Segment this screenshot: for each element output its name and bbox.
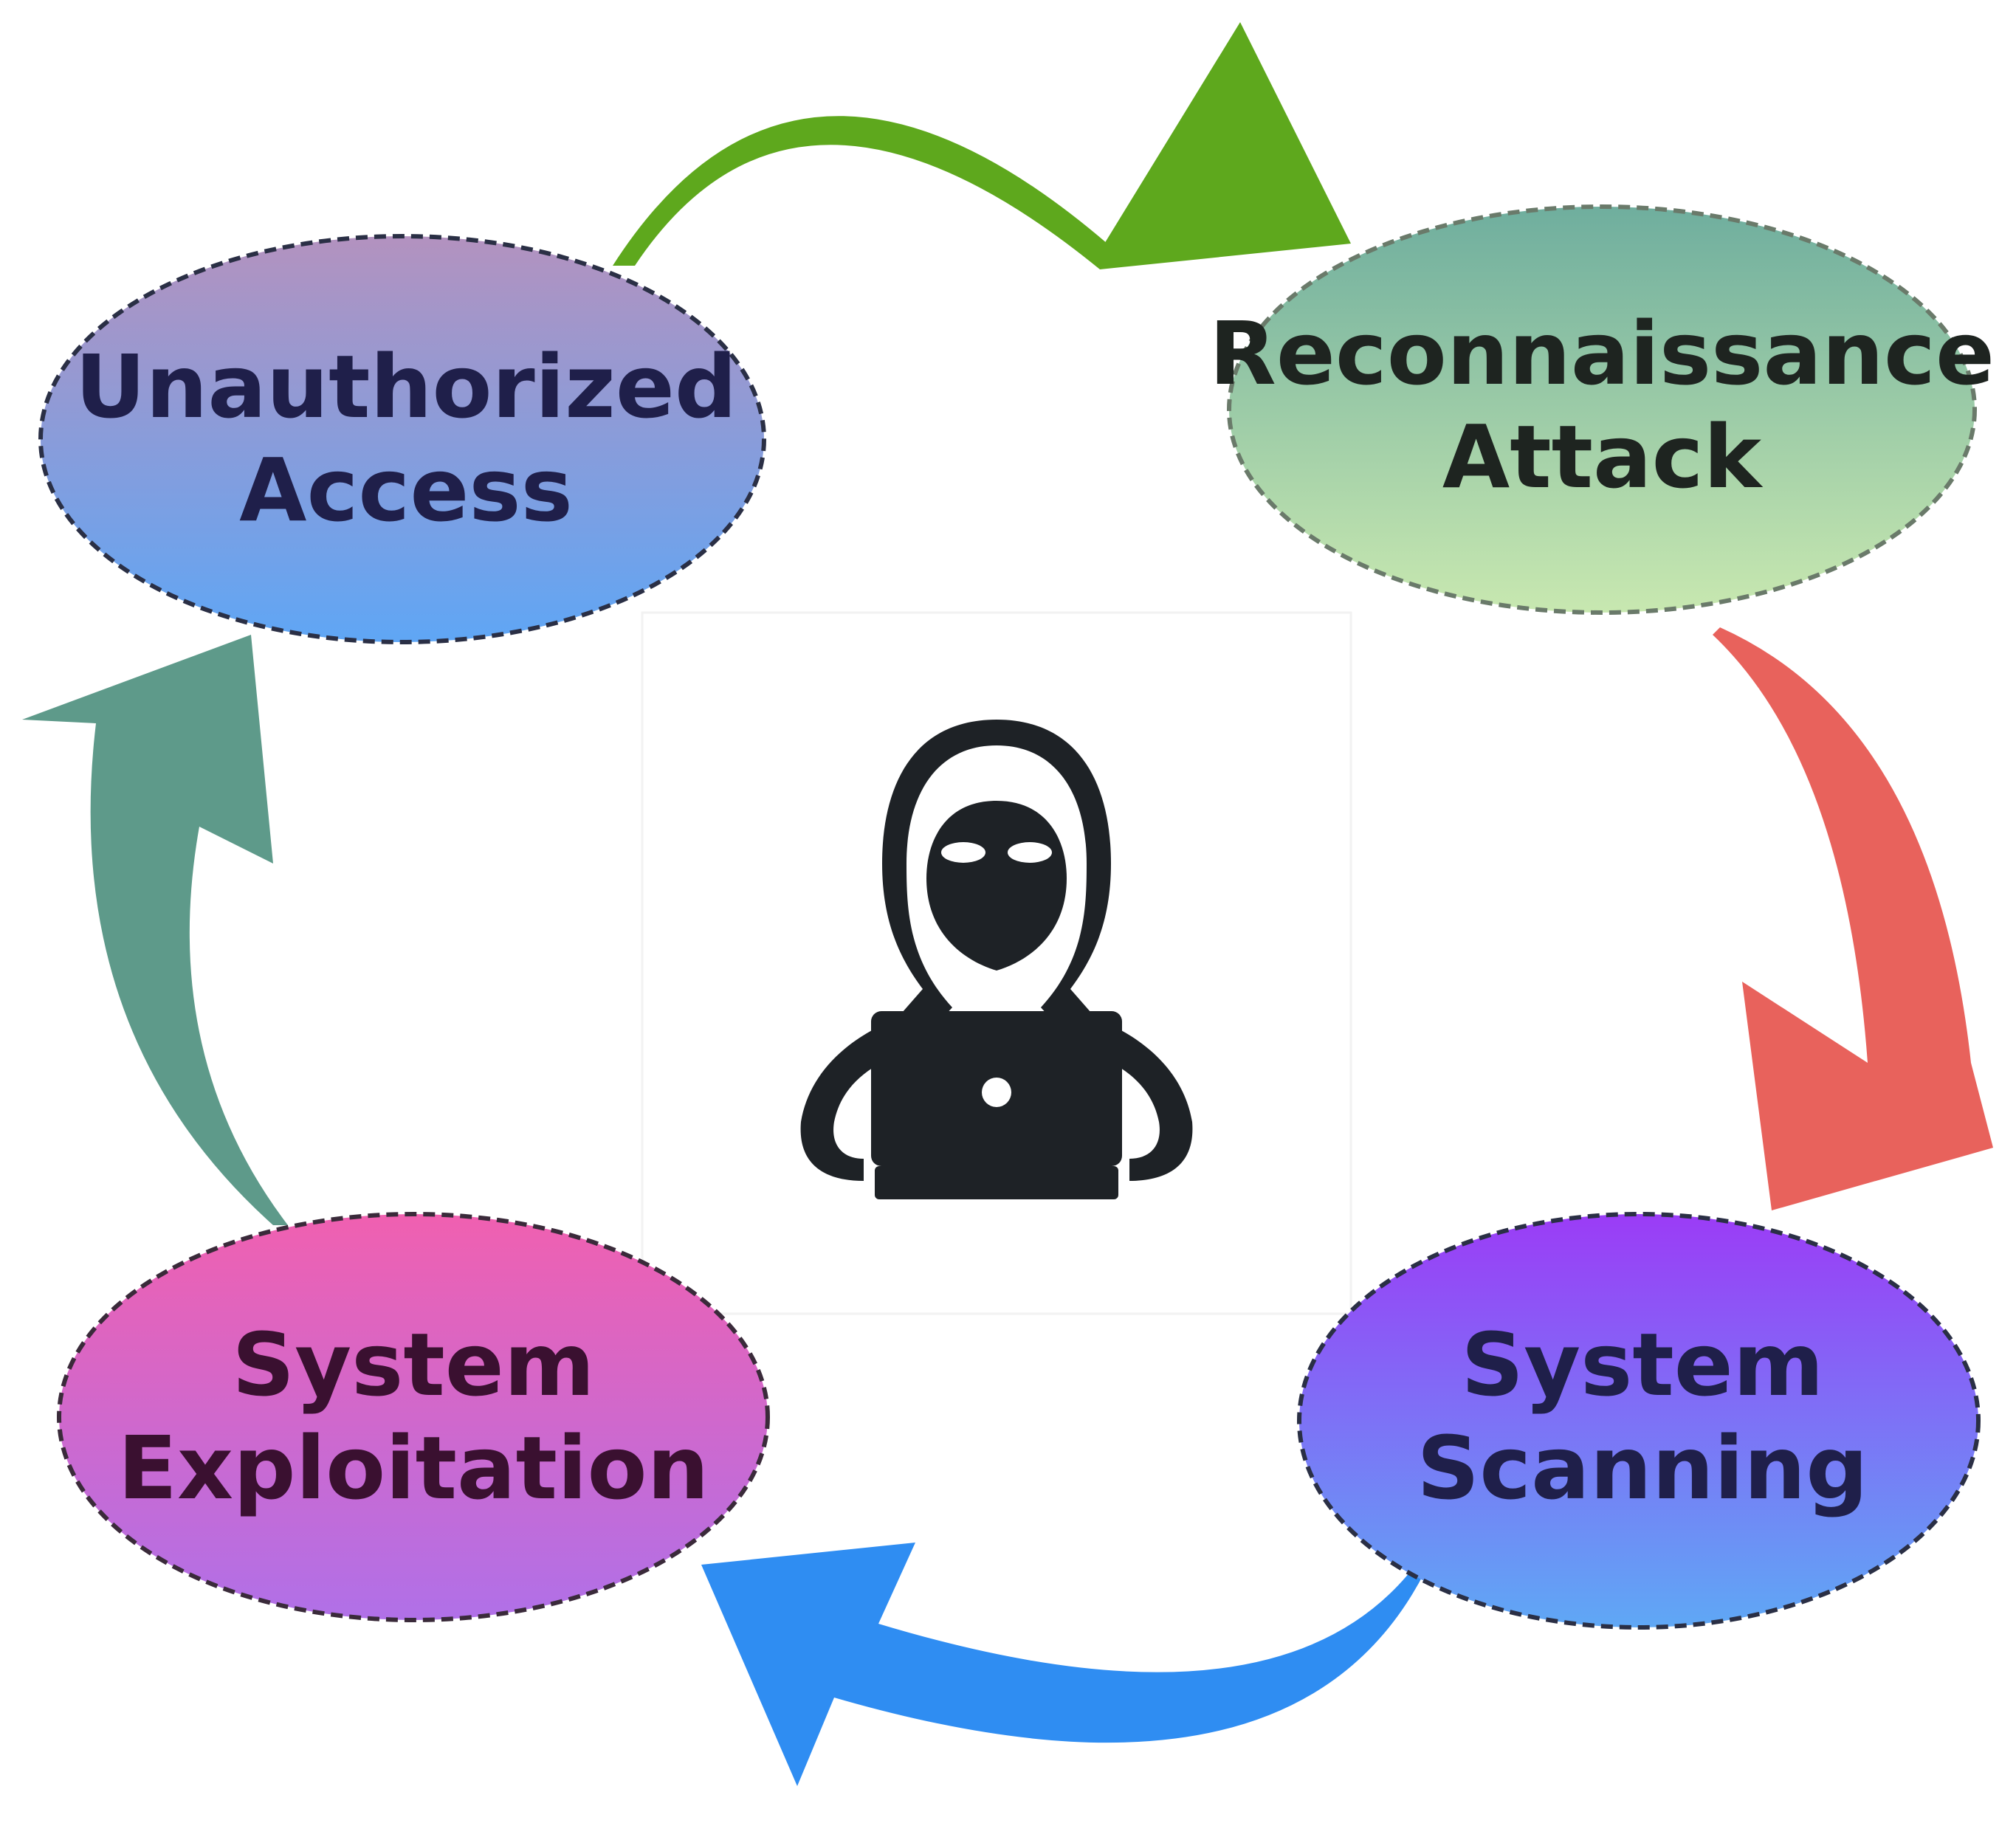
hacker-laptop-icon — [800, 720, 1193, 1199]
node-label-line-2: Scanning — [1417, 1417, 1868, 1519]
node-reconnaissance-attack: Reconnaissance Attack — [1209, 204, 1995, 615]
node-label-line-2: Access — [239, 439, 573, 541]
node-system-exploitation: System Exploitation — [57, 1212, 770, 1622]
node-ellipse — [1227, 204, 1977, 615]
node-label-line-1: System — [1461, 1314, 1824, 1416]
node-label-line-2: Attack — [1442, 406, 1764, 508]
arrow-exploitation-to-access — [22, 635, 288, 1225]
laptop-base — [875, 1166, 1118, 1199]
node-ellipse — [1297, 1212, 1981, 1630]
node-label-line-1: Unauthorized — [75, 336, 737, 438]
eye-right — [1008, 842, 1052, 863]
node-ellipse — [38, 234, 766, 644]
eye-left — [941, 842, 985, 863]
node-system-scanning: System Scanning — [1297, 1212, 1981, 1630]
node-ellipse — [57, 1212, 770, 1622]
node-unauthorized-access: Unauthorized Access — [38, 234, 766, 644]
node-label-line-2: Exploitation — [117, 1417, 709, 1519]
laptop-logo — [982, 1078, 1011, 1107]
arrow-scanning-to-exploitation — [701, 1543, 1425, 1786]
node-label-line-1: Reconnaissance — [1209, 303, 1995, 404]
arrow-access-to-recon — [613, 22, 1351, 269]
arrow-recon-to-scanning — [1713, 627, 1993, 1210]
hood-outline — [800, 720, 1193, 1181]
node-label-line-1: System — [232, 1314, 595, 1416]
